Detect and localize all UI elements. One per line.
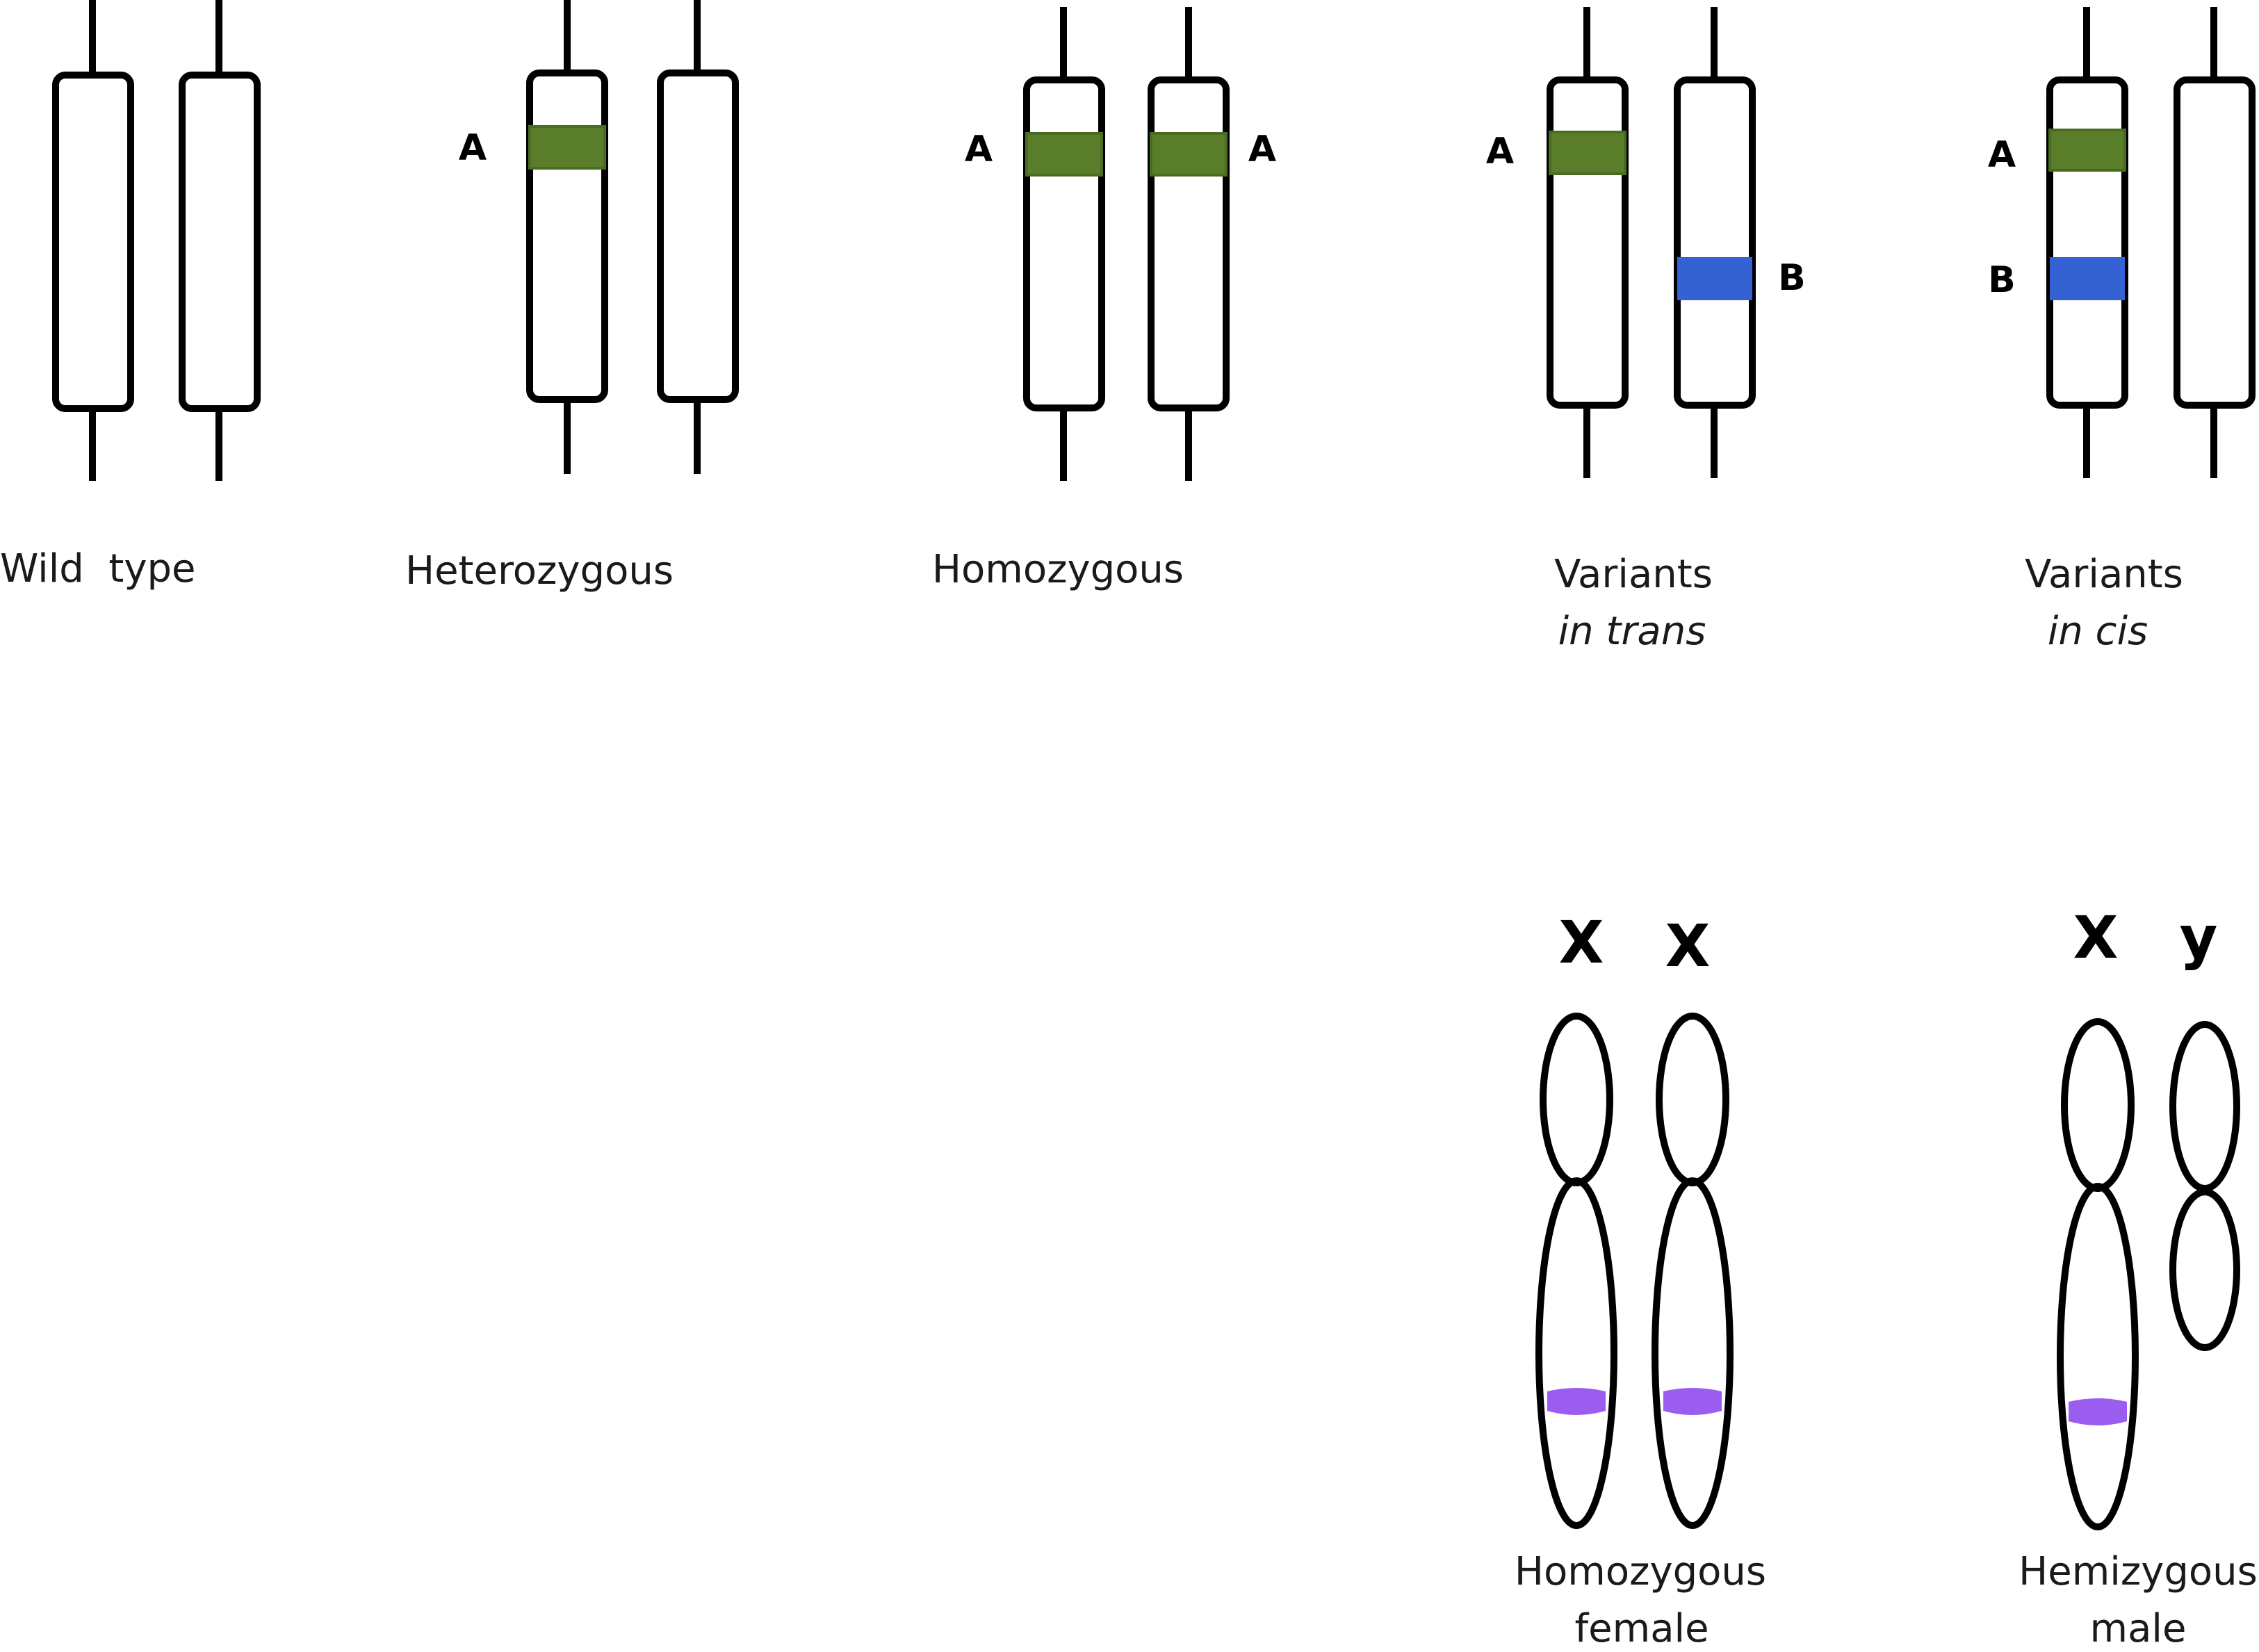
x-linked-variant-band — [1547, 1388, 1606, 1415]
label-variant-b: B — [1778, 257, 1806, 299]
y-chromosome — [2169, 1021, 2240, 1351]
variant-a-band — [2048, 129, 2126, 172]
label-y-chromosome: y — [2180, 903, 2218, 972]
label-variant-a: A — [1486, 131, 1514, 172]
chromosome-left — [1023, 7, 1105, 481]
variant-b-band — [2050, 257, 2125, 300]
chromosome-right — [179, 0, 261, 481]
caption-homozygous: Homozygous — [932, 547, 1184, 592]
caption-homozygous: Homozygous — [1515, 1549, 1766, 1594]
caption-in-trans: in trans — [1558, 609, 1706, 654]
panel-homozygous-female: X X Homozygous female — [1515, 908, 1766, 1651]
chromosome-right — [2174, 7, 2256, 478]
label-x-chromosome-2: X — [1665, 912, 1711, 980]
caption-hemizygous: Hemizygous — [2019, 1549, 2258, 1594]
label-variant-b: B — [1988, 259, 2016, 301]
x-chromosome-2 — [1652, 1013, 1734, 1529]
x-chromosome — [2057, 1018, 2139, 1530]
caption-variants: Variants — [1554, 552, 1713, 597]
chromosome-left — [1547, 7, 1629, 478]
panel-variants-in-trans: A B Variants in trans — [1486, 7, 1806, 654]
x-linked-variant-band — [2069, 1398, 2127, 1425]
variant-a-band — [1150, 132, 1228, 177]
label-x-chromosome-1: X — [1559, 908, 1604, 976]
chromosome-right — [1148, 7, 1230, 481]
caption-female: female — [1574, 1606, 1708, 1651]
panel-heterozygous: A Heterozygous — [405, 0, 739, 594]
label-variant-a: A — [459, 127, 487, 169]
caption-wild-type: Wild type — [0, 546, 196, 591]
caption-male: male — [2090, 1606, 2187, 1651]
chromosome-left — [526, 0, 608, 474]
x-linked-variant-band — [1663, 1388, 1722, 1415]
chromosome-right — [1674, 7, 1756, 478]
chromosome-left — [2046, 7, 2128, 478]
variant-b-band — [1677, 257, 1752, 300]
label-variant-a: A — [1988, 134, 2016, 176]
panel-hemizygous-male: X y Hemizygous male — [2019, 903, 2258, 1651]
caption-variants: Variants — [2025, 552, 2183, 597]
x-chromosome-1 — [1535, 1013, 1617, 1529]
variant-a-band — [1549, 131, 1626, 175]
label-variant-a-right: A — [1248, 129, 1276, 170]
panel-variants-in-cis: A B Variants in cis — [1988, 7, 2256, 654]
chromosome-right — [657, 0, 739, 474]
caption-heterozygous: Heterozygous — [405, 548, 674, 594]
chromosome-left — [52, 0, 134, 481]
panel-wild-type: Wild type — [0, 0, 261, 591]
caption-in-cis: in cis — [2048, 609, 2148, 654]
variant-a-band — [1025, 132, 1103, 177]
panel-homozygous: A A Homozygous — [932, 7, 1276, 592]
variant-a-band — [528, 125, 606, 170]
label-variant-a-left: A — [965, 129, 993, 170]
label-x-chromosome: X — [2073, 903, 2119, 972]
